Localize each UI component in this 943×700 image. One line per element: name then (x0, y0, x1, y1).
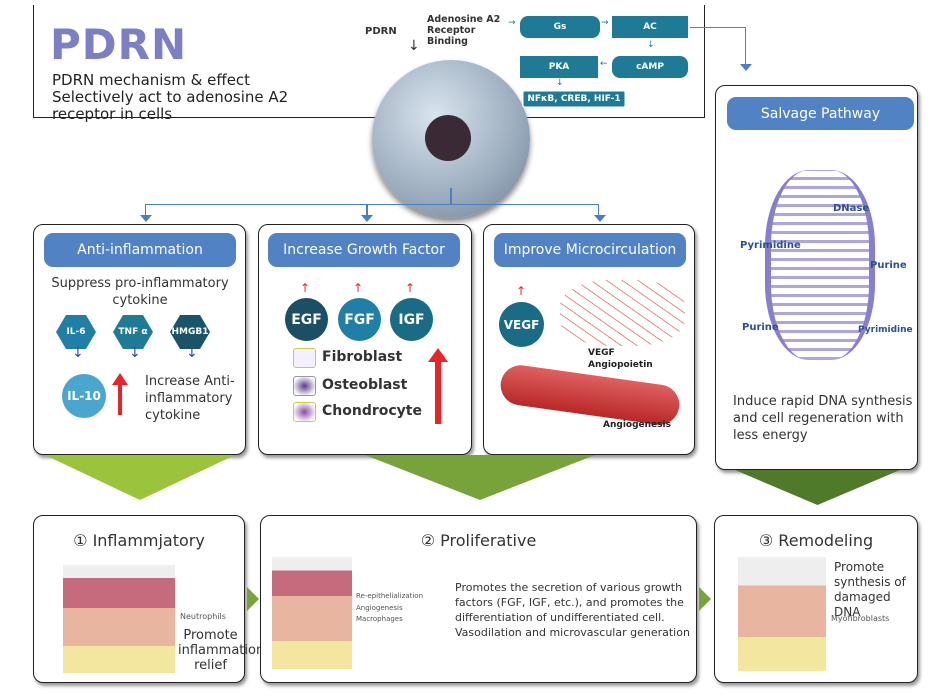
panel-header: Anti-inflammation (44, 233, 236, 267)
label-pyrimidine: Pyrimidine (740, 240, 801, 251)
header-title: PDRN mechanism & effect (52, 71, 251, 89)
stage-title: ② Proliferative (420, 531, 537, 550)
up-arrow-icon: ↑ (353, 281, 364, 295)
result-text: Increase Anti-inflammatory cytokine (145, 374, 235, 423)
right-arrow-icon (699, 587, 711, 611)
down-arrow-icon: ↓ (186, 345, 198, 361)
pathway-output: NFκB, CREB, HIF-1 (522, 90, 626, 108)
up-arrow-icon: ↑ (300, 281, 311, 295)
label-neutrophils: Neutrophils (180, 612, 226, 621)
cell-osteoblast: Osteoblast (322, 377, 408, 393)
label-angiogenesis: Angiogenesis (356, 604, 403, 612)
pathway-camp: cAMP (612, 56, 688, 78)
label-purine: Purine (870, 260, 907, 271)
label-re-epithelialization: Re-epithelialization (356, 592, 424, 600)
label-angiopoietin: Angiopoietin (588, 360, 653, 370)
cell-chondrocyte: Chondrocyte (322, 403, 422, 419)
down-arrow-icon: ↓ (72, 345, 84, 361)
arrow-icon: → (601, 18, 609, 28)
arrowhead (594, 215, 606, 228)
stage-text: Promote inflammation relief (178, 628, 265, 673)
wound-image (738, 557, 826, 671)
up-arrow-icon (428, 348, 448, 424)
label-pyrimidine: Pyrimidine (858, 325, 913, 335)
salvage-text: Induce rapid DNA synthesis and cell rege… (733, 394, 913, 443)
connector-line (145, 204, 599, 216)
pathway-ac: AC (612, 16, 688, 38)
arrow-icon: ← (600, 59, 608, 69)
header-box (33, 5, 705, 118)
connector-line (690, 27, 746, 67)
stage-title: ③ Remodeling (758, 531, 874, 550)
up-arrow-icon (112, 373, 128, 415)
fibroblast-icon (293, 348, 316, 368)
up-arrow-icon: ↑ (405, 281, 416, 295)
label-vegf: VEGF (588, 348, 615, 358)
arrow-icon: → (508, 18, 516, 28)
label-purine: Purine (742, 322, 779, 333)
down-arrow-icon: ↓ (129, 345, 141, 361)
panel-header: Improve Microcirculation (494, 233, 686, 267)
pdrn-logo: PDRN (50, 20, 188, 69)
arrowhead (140, 215, 152, 228)
stage-text: Promote synthesis of damaged DNA (834, 560, 906, 619)
chevron-arrow (735, 470, 900, 505)
pathway-gs: Gs (520, 16, 600, 38)
panel-header: Increase Growth Factor (268, 233, 460, 267)
chondrocyte-icon (293, 402, 316, 422)
factor-fgf: FGF (338, 298, 381, 341)
wound-image (63, 565, 175, 673)
osteoblast-icon (293, 376, 316, 396)
label-macrophages: Macrophages (356, 615, 403, 623)
arrowhead (361, 215, 373, 228)
label-angiogenesis: Angiogenesis (603, 420, 671, 430)
pathway-pka: PKA (520, 56, 598, 78)
il10-circle: IL-10 (62, 374, 106, 418)
stage-text: Promotes the secretion of various growth… (455, 581, 690, 639)
capillary-image (560, 280, 685, 346)
label-dnase: DNase (833, 203, 870, 214)
wound-image (272, 557, 352, 669)
panel-subtitle: Suppress pro-inflammatory cytokine (51, 276, 229, 308)
label-myofibroblasts: Myofibroblasts (831, 614, 890, 623)
factor-egf: EGF (285, 298, 328, 341)
cell-nucleus (425, 115, 471, 161)
up-arrow-icon: ↑ (516, 284, 527, 298)
dna-helix-image (765, 170, 875, 360)
factor-igf: IGF (390, 298, 433, 341)
factor-vegf: VEGF (499, 302, 544, 347)
right-arrow-icon (247, 587, 259, 611)
chevron-arrow (45, 455, 235, 500)
binding-label: Adenosine A2 Receptor Binding (427, 14, 501, 47)
down-arrow-icon: ↓ (408, 38, 420, 54)
cell-fibroblast: Fibroblast (322, 349, 403, 365)
pdrn-label: PDRN (365, 26, 397, 37)
chevron-arrow (365, 455, 595, 500)
arrow-icon: ↓ (647, 40, 655, 50)
panel-header: Salvage Pathway (727, 97, 914, 130)
arrowhead (740, 64, 752, 77)
connector-line (450, 188, 452, 204)
stage-title: ① Inflammjatory (73, 531, 205, 550)
arrow-icon: ↓ (556, 78, 564, 88)
connector-line (366, 204, 368, 216)
header-subtitle: Selectively act to adenosine A2 receptor… (52, 88, 289, 123)
